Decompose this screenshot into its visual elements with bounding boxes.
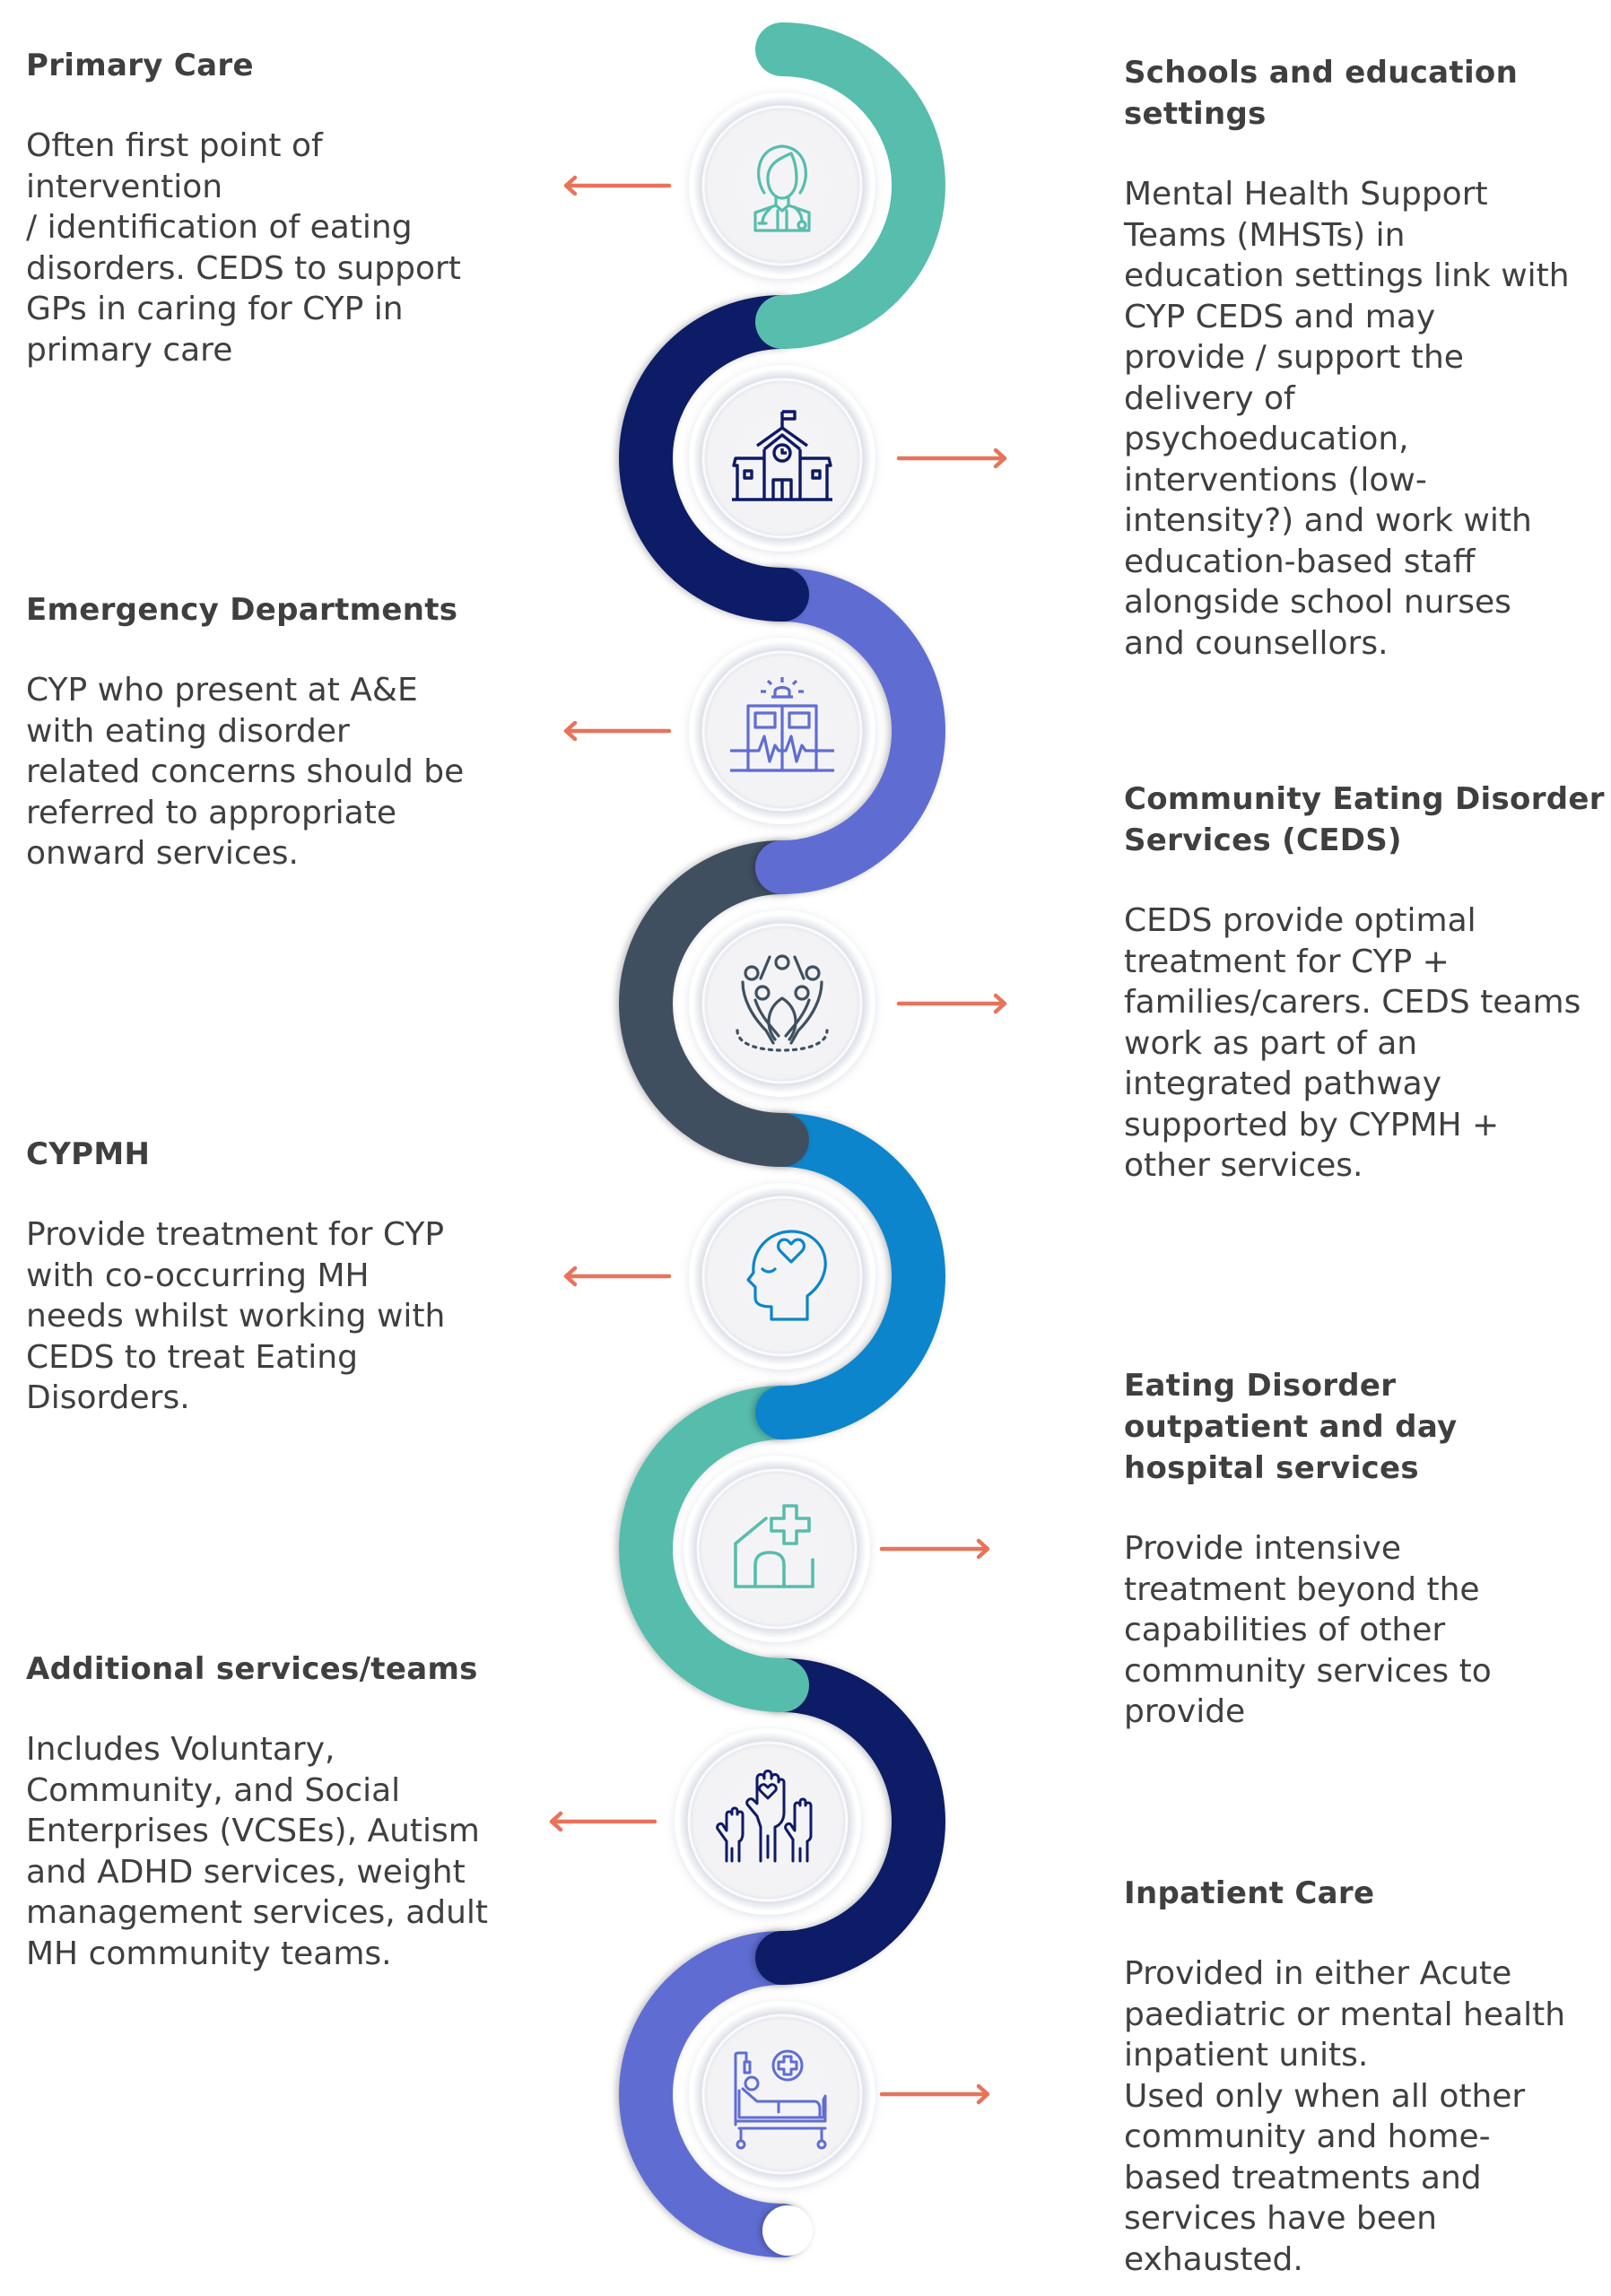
node-title: Primary Care: [26, 48, 254, 83]
node-disc: [689, 638, 875, 824]
node-outpatient-day-hospital: Eating Disorder outpatient and day hospi…: [1124, 1365, 1608, 1733]
wave-segment: [619, 840, 809, 1167]
node-disc: [689, 365, 875, 552]
arrow-right-icon: [879, 2083, 990, 2105]
node-description: Often first point of intervention / iden…: [26, 127, 461, 369]
wave-segment: [619, 1386, 809, 1712]
node-disc: [689, 2001, 875, 2187]
node-disc: [689, 92, 875, 279]
emergency-department-icon: [730, 677, 834, 772]
node-disc: [689, 1183, 875, 1370]
wave-segment: [755, 568, 945, 894]
wave-segment: [755, 1113, 945, 1439]
wave-segment: [755, 22, 945, 349]
arrow-right-icon: [879, 1538, 990, 1560]
node-title: Schools and education settings: [1124, 55, 1519, 132]
node-disc: [689, 910, 875, 1097]
school-icon: [732, 410, 832, 501]
node-cypmh: CYPMH Provide treatment for CYP with co-…: [26, 1134, 528, 1419]
node-disc: [684, 1456, 870, 1642]
node-description: Provide treatment for CYP with co-occurr…: [26, 1216, 446, 1416]
arrow-left-icon: [563, 720, 672, 742]
arrow-left-icon: [563, 1265, 672, 1287]
mental-health-head-icon: [746, 1230, 827, 1321]
arrow-right-icon: [896, 448, 1007, 469]
home-care-icon: [734, 1504, 814, 1588]
wave-segment: [755, 1658, 945, 1985]
arrow-left-icon: [563, 175, 672, 196]
node-description: Provide intensive treatment beyond the c…: [1124, 1530, 1492, 1730]
node-inpatient-care: Inpatient Care Provided in either Acute …: [1124, 1873, 1608, 2280]
node-title: Eating Disorder outpatient and day hospi…: [1124, 1368, 1458, 1486]
node-schools: Schools and education settings Mental He…: [1124, 52, 1608, 664]
wave-segment: [619, 295, 809, 622]
arrow-right-icon: [896, 993, 1007, 1014]
node-title: Inpatient Care: [1124, 1875, 1375, 1911]
node-emergency-departments: Emergency Departments CYP who present at…: [26, 589, 528, 874]
node-description: Includes Voluntary, Community, and Socia…: [26, 1731, 489, 1972]
community-group-icon: [736, 954, 829, 1052]
node-primary-care: Primary Care Often first point of interv…: [26, 45, 528, 370]
wave-segment: [619, 1931, 809, 2257]
node-ceds: Community Eating Disorder Services (CEDS…: [1124, 778, 1608, 1187]
node-title: CYPMH: [26, 1136, 151, 1172]
node-description: CEDS provide optimal treatment for CYP +…: [1124, 902, 1581, 1184]
raised-hands-icon: [716, 1770, 813, 1863]
arrow-left-icon: [549, 1811, 657, 1832]
node-title: Additional services/teams: [26, 1651, 478, 1687]
doctor-icon: [753, 144, 811, 232]
node-description: CYP who present at A&E with eating disor…: [26, 672, 465, 872]
node-additional-services: Additional services/teams Includes Volun…: [26, 1648, 528, 1974]
wave-end-cap: [762, 2205, 813, 2256]
hospital-bed-icon: [734, 2049, 827, 2150]
node-title: Emergency Departments: [26, 592, 458, 628]
node-description: Mental Health Support Teams (MHSTs) in e…: [1124, 176, 1570, 662]
node-title: Community Eating Disorder Services (CEDS…: [1124, 781, 1605, 858]
node-description: Provided in either Acute paediatric or m…: [1124, 1955, 1566, 2278]
node-disc: [675, 1728, 861, 1915]
